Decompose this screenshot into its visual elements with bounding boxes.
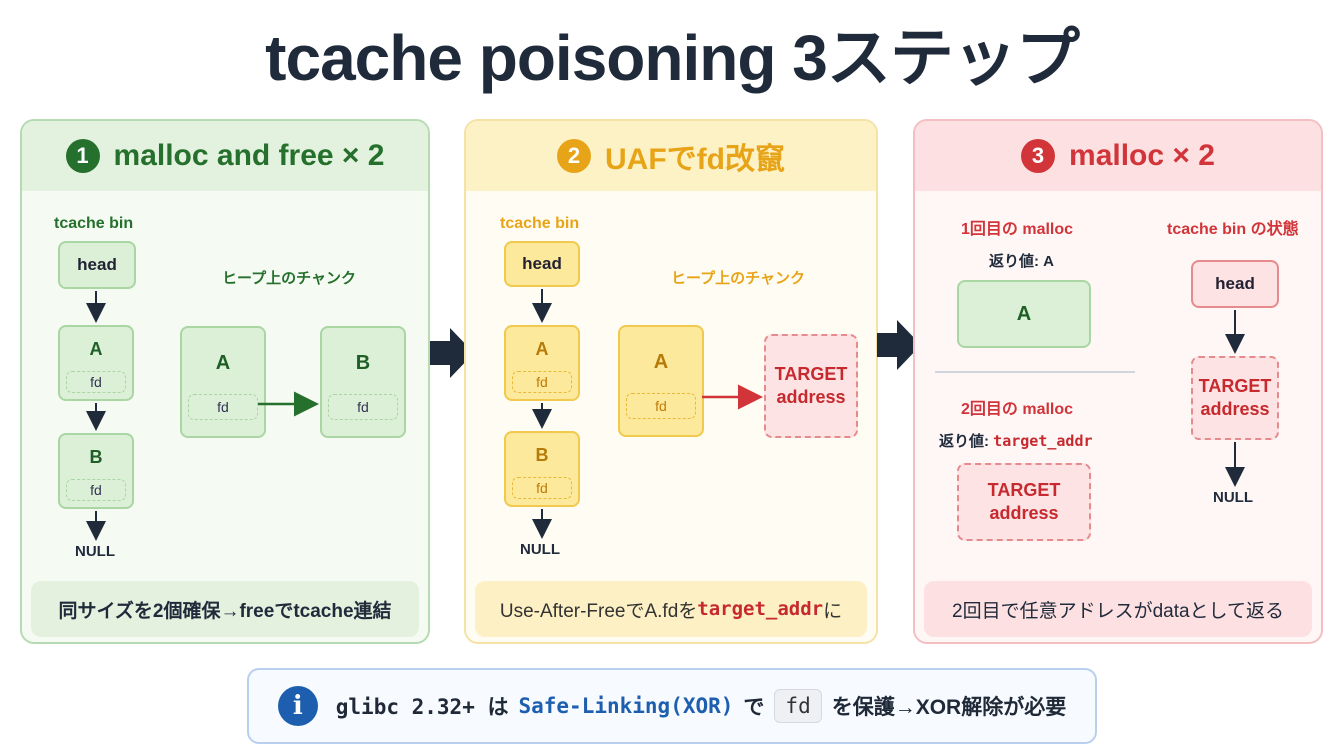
step3-first-return: 返り値: A bbox=[989, 253, 1054, 270]
step1-chunk-a-label: A bbox=[215, 352, 231, 374]
step1-caption: 同サイズを2個確保→freeでtcache連結 bbox=[31, 581, 419, 637]
step3-bin-target-line1: TARGET bbox=[1198, 376, 1272, 396]
step1-arrows bbox=[86, 291, 319, 541]
step1-node-a: A fd bbox=[58, 325, 134, 401]
step2-heap-label: ヒープ上のチャンク bbox=[671, 270, 805, 287]
step2-target-box: TARGET address bbox=[764, 334, 858, 438]
step1-chunk-a: A fd bbox=[180, 326, 266, 438]
step1-node-a-fd: fd bbox=[66, 371, 126, 393]
step3-bin-state-label: tcache bin の状態 bbox=[1167, 221, 1299, 238]
info-icon: i bbox=[277, 686, 318, 726]
step3-bin-target-line2: address bbox=[1200, 399, 1270, 419]
step3-title: malloc × 2 bbox=[1069, 139, 1215, 172]
step3-first-label: 1回目の malloc bbox=[961, 221, 1074, 238]
footer-fd-chip: fd bbox=[774, 689, 822, 723]
footer-text-4: を保護→XOR解除が必要 bbox=[831, 696, 1067, 719]
step2-title: UAFでfd改竄 bbox=[605, 143, 785, 176]
step1-node-b-label: B bbox=[89, 447, 103, 467]
step3-second-return-pre: 返り値: bbox=[939, 433, 994, 450]
step3-second-label: 2回目の malloc bbox=[961, 401, 1074, 418]
step2-header: 2 UAFでfd改竄 bbox=[466, 121, 876, 191]
step1-chunk-b-label: B bbox=[355, 352, 371, 374]
step3-second-return-code: target_addr bbox=[993, 432, 1093, 450]
step2-caption-code: target_addr bbox=[697, 598, 824, 620]
step2-node-a: A fd bbox=[504, 325, 580, 401]
footer-text-2: Safe-Linking(XOR) bbox=[518, 694, 734, 718]
step1-panel: 1 malloc and free × 2 tcache bin ヒープ上のチャ… bbox=[20, 119, 430, 644]
step1-chunk-b: B fd bbox=[320, 326, 406, 438]
step2-arrows bbox=[532, 289, 763, 539]
step3-head-box: head bbox=[1191, 260, 1279, 308]
step3-bin-target-box: TARGET address bbox=[1191, 356, 1279, 440]
step2-target-line2: address bbox=[776, 387, 846, 407]
step1-bin-label: tcache bin bbox=[54, 215, 134, 232]
step2-chunk-a-fd: fd bbox=[626, 393, 696, 419]
step1-header: 1 malloc and free × 2 bbox=[22, 121, 428, 191]
step2-caption-post: に bbox=[823, 600, 843, 622]
step2-node-b-fd: fd bbox=[512, 477, 572, 499]
step2-node-b: B fd bbox=[504, 431, 580, 507]
step-arrow-1 bbox=[430, 328, 474, 378]
page-title: tcache poisoning 3ステップ bbox=[265, 22, 1080, 94]
step2-node-a-fd: fd bbox=[512, 371, 572, 393]
step2-node-b-label: B bbox=[535, 445, 549, 465]
step2-node-a-label: A bbox=[535, 339, 549, 359]
step3-arrows bbox=[1225, 310, 1245, 487]
step2-chunk-a-label: A bbox=[653, 351, 669, 373]
footer-text-1: glibc 2.32+ は bbox=[335, 695, 509, 719]
step3-second-return: 返り値: target_addr bbox=[939, 430, 1093, 451]
step2-panel: 2 UAFでfd改竄 tcache bin ヒープ上のチャンク head A f… bbox=[464, 119, 878, 644]
step1-number-badge: 1 bbox=[65, 139, 100, 173]
step3-header: 3 malloc × 2 bbox=[915, 121, 1321, 191]
step-arrow-2 bbox=[877, 320, 921, 370]
step1-head-box: head bbox=[58, 241, 136, 289]
step1-node-b: B fd bbox=[58, 433, 134, 509]
step3-null: NULL bbox=[1213, 489, 1253, 506]
step2-null: NULL bbox=[520, 541, 560, 558]
step1-heap-label: ヒープ上のチャンク bbox=[222, 270, 356, 287]
step2-bin-label: tcache bin bbox=[500, 215, 580, 232]
step1-chunk-b-fd: fd bbox=[328, 394, 398, 420]
step3-target-box: TARGET address bbox=[957, 463, 1091, 541]
step2-head-box: head bbox=[504, 241, 580, 287]
footer-note: i glibc 2.32+ は Safe-Linking(XOR) で fd を… bbox=[247, 668, 1097, 744]
step2-caption-pre: Use-After-FreeでA.fdを bbox=[499, 600, 698, 622]
step3-panel: 3 malloc × 2 1回目の malloc 返り値: A A 2回目の m… bbox=[913, 119, 1323, 644]
step2-number-badge: 2 bbox=[557, 139, 591, 173]
step2-chunk-a: A fd bbox=[618, 325, 704, 437]
step1-node-b-fd: fd bbox=[66, 479, 126, 501]
step1-null: NULL bbox=[75, 543, 115, 560]
step1-title: malloc and free × 2 bbox=[113, 139, 385, 172]
step1-node-a-label: A bbox=[89, 339, 103, 359]
footer-text-3: で bbox=[743, 696, 765, 719]
step3-first-box: A bbox=[957, 280, 1091, 348]
step1-chunk-a-fd: fd bbox=[188, 394, 258, 420]
step3-caption: 2回目で任意アドレスがdataとして返る bbox=[924, 581, 1312, 637]
step3-number-badge: 3 bbox=[1021, 139, 1056, 173]
step3-divider bbox=[935, 371, 1135, 373]
step3-target-line2: address bbox=[989, 503, 1059, 523]
step2-target-line1: TARGET bbox=[774, 364, 848, 384]
step3-target-line1: TARGET bbox=[987, 480, 1061, 500]
